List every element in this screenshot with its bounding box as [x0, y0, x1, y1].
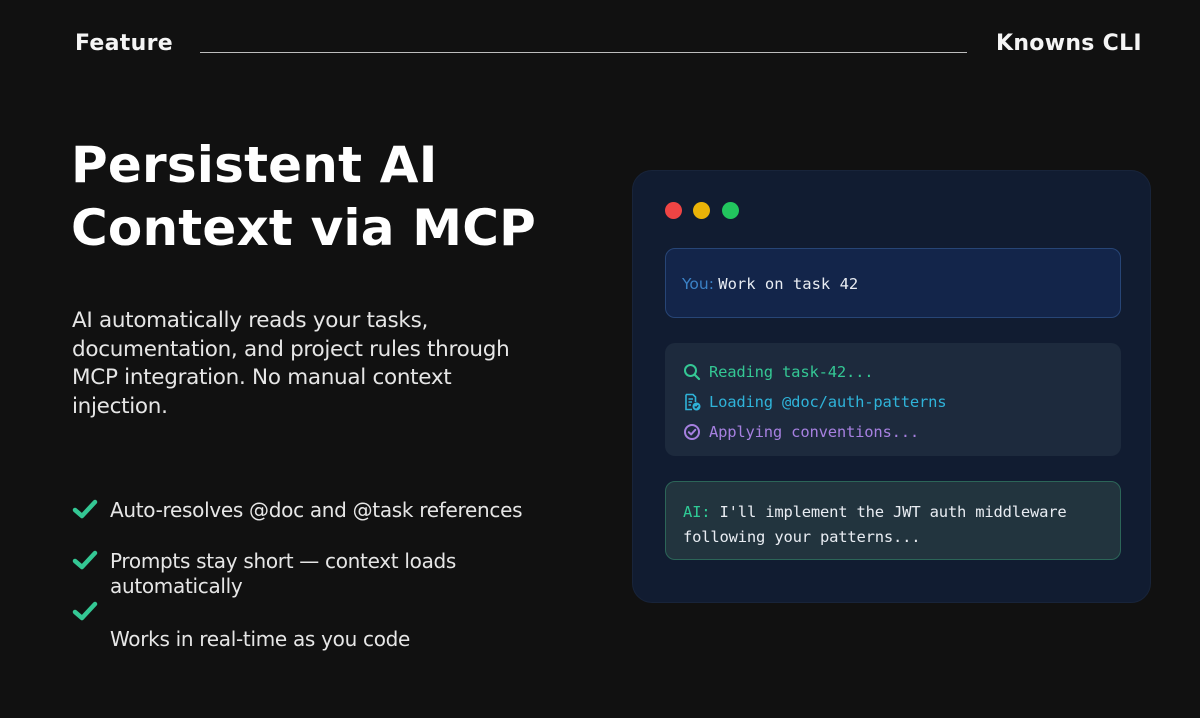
description: AI automatically reads your tasks, docum… — [72, 308, 510, 419]
header-divider — [200, 52, 967, 53]
process-step: Applying conventions... — [683, 417, 1103, 447]
close-dot-icon[interactable] — [665, 202, 682, 219]
minimize-dot-icon[interactable] — [693, 202, 710, 219]
process-step: Reading task-42... — [683, 357, 1103, 387]
user-message-text: Work on task 42 — [718, 275, 859, 293]
document-check-icon — [685, 393, 701, 411]
process-step-text: Applying conventions... — [709, 423, 920, 441]
user-label: You: — [682, 275, 714, 293]
terminal-window: You: Work on task 42 Reading task-42... … — [632, 170, 1151, 603]
feature-text: Works in real-time as you code — [110, 627, 411, 651]
brand-name: Knowns CLI — [996, 31, 1142, 56]
process-step: Loading @doc/auth-patterns — [683, 387, 1103, 417]
ai-message-line-1: I'll implement the JWT auth middleware — [719, 503, 1067, 521]
process-step-text: Reading task-42... — [709, 363, 874, 381]
process-step-text: Loading @doc/auth-patterns — [709, 393, 947, 411]
check-icon — [72, 499, 98, 519]
ai-message: AI: I'll implement the JWT auth middlewa… — [665, 481, 1121, 560]
section-label: Feature — [75, 31, 173, 56]
check-icon — [72, 601, 98, 621]
ai-message-line-2: following your patterns... — [683, 528, 921, 546]
check-icon — [72, 550, 98, 570]
page-title: Persistent AI Context via MCP — [71, 134, 536, 260]
feature-text: Prompts stay short — context loads autom… — [110, 549, 457, 598]
title-line-2: Context via MCP — [71, 199, 536, 257]
ai-label: AI: — [683, 503, 711, 521]
title-line-1: Persistent AI — [71, 136, 438, 194]
feature-text: Auto-resolves @doc and @task references — [110, 498, 523, 522]
search-icon — [684, 364, 701, 381]
circle-check-icon — [684, 424, 700, 440]
process-log: Reading task-42... Loading @doc/auth-pat… — [665, 343, 1121, 456]
user-message: You: Work on task 42 — [665, 248, 1121, 318]
maximize-dot-icon[interactable] — [722, 202, 739, 219]
